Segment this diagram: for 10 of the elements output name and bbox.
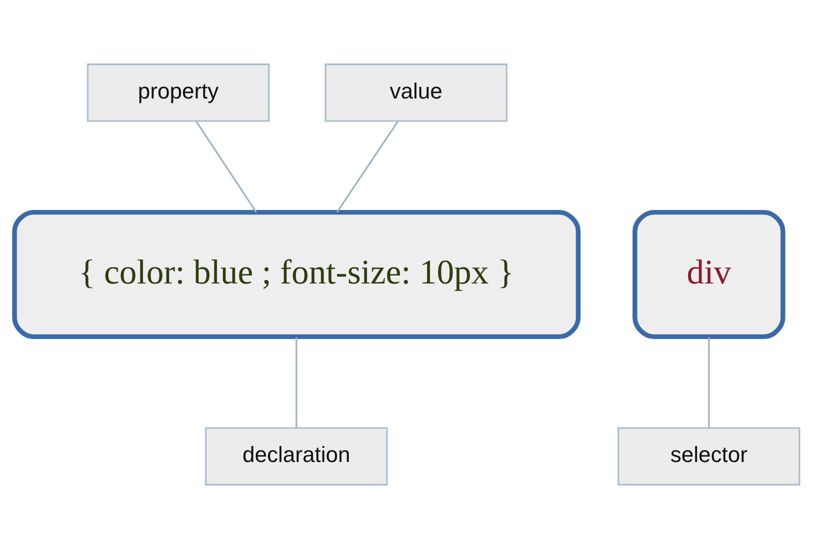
node-box: value xyxy=(324,63,508,122)
node-box: property xyxy=(86,63,270,122)
connector xyxy=(336,120,399,212)
connector xyxy=(196,120,257,212)
node-box: div xyxy=(632,209,786,339)
connector xyxy=(708,336,710,428)
node-box: { color: blue ; font-size: 10px } xyxy=(12,209,581,339)
node-box: selector xyxy=(618,426,800,485)
node-box: declaration xyxy=(205,426,388,485)
connector xyxy=(296,336,298,428)
